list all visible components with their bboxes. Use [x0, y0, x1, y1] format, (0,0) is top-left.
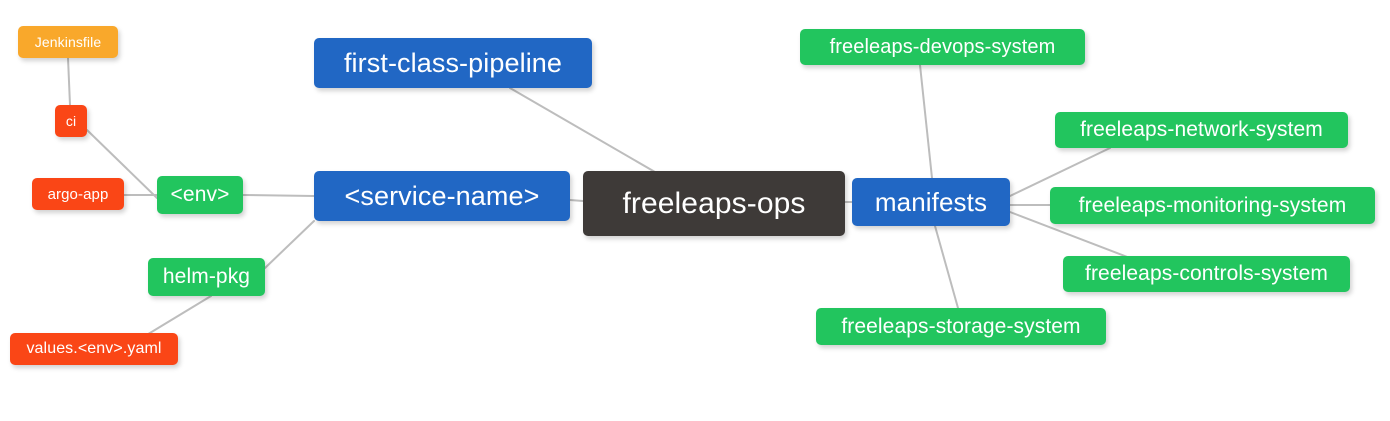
- edge-service-name-to-helm-pkg: [264, 220, 315, 269]
- node-manifests[interactable]: manifests: [852, 178, 1010, 226]
- node-label: manifests: [874, 186, 988, 217]
- node-freeleaps-ops[interactable]: freeleaps-ops: [583, 171, 845, 236]
- edge-service-name-to-freeleaps-ops: [569, 199, 584, 202]
- node-argo-app[interactable]: argo-app: [32, 178, 124, 210]
- node-label: <env>: [170, 183, 230, 206]
- node-jenkinsfile[interactable]: Jenkinsfile: [18, 26, 118, 58]
- node-label: ci: [65, 113, 77, 129]
- node-helm-pkg[interactable]: helm-pkg: [148, 258, 265, 296]
- node-freeleaps-devops-system[interactable]: freeleaps-devops-system: [800, 29, 1085, 65]
- node-values-yaml[interactable]: values.<env>.yaml: [10, 333, 178, 365]
- node-label: freeleaps-controls-system: [1085, 262, 1328, 285]
- node-ci[interactable]: ci: [55, 105, 87, 137]
- node-freeleaps-monitoring-system[interactable]: freeleaps-monitoring-system: [1050, 187, 1375, 224]
- node-freeleaps-controls-system[interactable]: freeleaps-controls-system: [1063, 256, 1350, 292]
- edge-manifests-to-freeleaps-devops-system: [919, 64, 933, 179]
- node-label: freeleaps-network-system: [1080, 118, 1323, 141]
- node-freeleaps-network-system[interactable]: freeleaps-network-system: [1055, 112, 1348, 148]
- node-label: Jenkinsfile: [34, 34, 102, 50]
- node-label: <service-name>: [344, 180, 540, 211]
- node-label: freeleaps-monitoring-system: [1078, 193, 1347, 217]
- node-label: argo-app: [47, 185, 109, 203]
- node-label: freeleaps-devops-system: [829, 35, 1056, 58]
- edge-jenkinsfile-to-ci: [67, 57, 71, 106]
- edge-manifests-to-freeleaps-storage-system: [934, 225, 959, 309]
- node-label: helm-pkg: [162, 265, 251, 288]
- node-env[interactable]: <env>: [157, 176, 243, 214]
- edge-env-to-service-name: [242, 194, 315, 197]
- node-freeleaps-storage-system[interactable]: freeleaps-storage-system: [816, 308, 1106, 345]
- node-service-name[interactable]: <service-name>: [314, 171, 570, 221]
- node-label: first-class-pipeline: [343, 47, 563, 78]
- node-label: values.<env>.yaml: [26, 340, 162, 357]
- node-first-class-pipeline[interactable]: first-class-pipeline: [314, 38, 592, 88]
- node-label: freeleaps-storage-system: [841, 314, 1081, 338]
- edge-first-class-pipeline-to-freeleaps-ops: [509, 87, 656, 173]
- node-label: freeleaps-ops: [622, 186, 806, 220]
